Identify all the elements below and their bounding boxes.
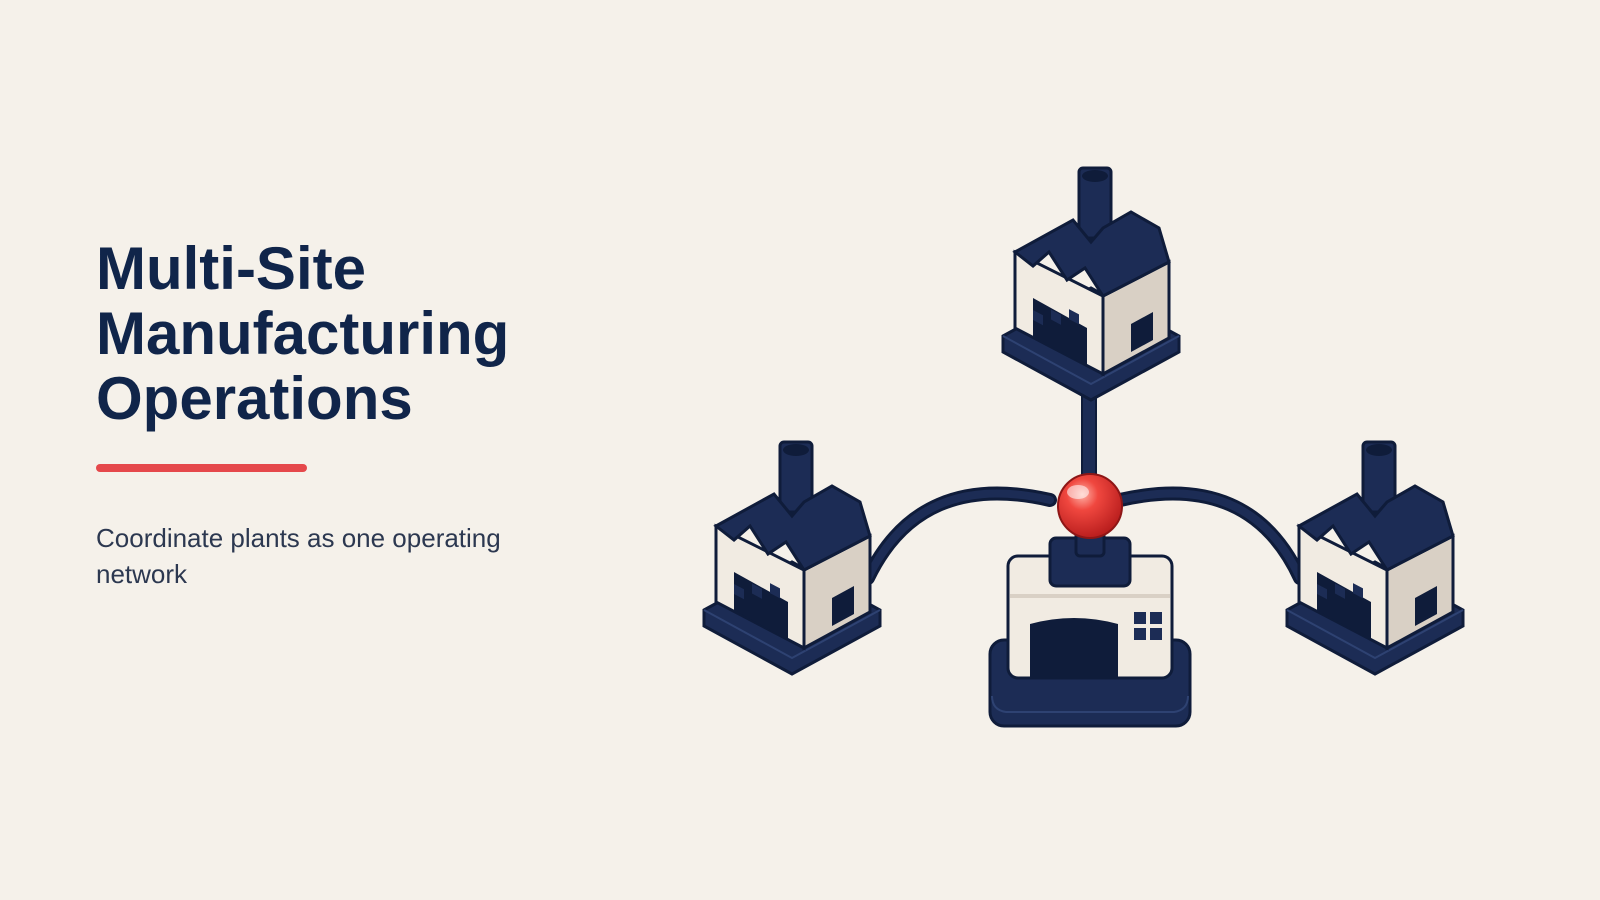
connection-top [1081, 395, 1097, 487]
factory-icon [702, 440, 882, 676]
title-line-3: Operations [96, 365, 413, 432]
factory-icon [1285, 440, 1465, 676]
hub-node-icon [1057, 473, 1123, 539]
subtitle: Coordinate plants as one operating netwo… [96, 523, 501, 589]
connection-left-fill [864, 489, 1054, 582]
factory-icon [1001, 166, 1181, 402]
title-line-2: Manufacturing [96, 300, 510, 367]
page-title: Multi-Site Manufacturing Operations [96, 236, 656, 431]
headquarters-icon [988, 524, 1192, 728]
title-accent-bar [96, 464, 307, 472]
network-illustration [702, 166, 1465, 728]
connection-right-fill [1116, 489, 1304, 582]
network-connections [861, 395, 1307, 585]
title-line-1: Multi-Site [96, 235, 366, 302]
